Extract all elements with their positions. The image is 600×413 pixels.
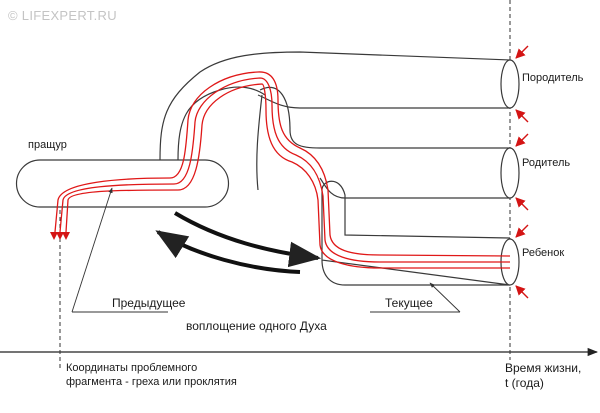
child-tube [321, 180, 511, 286]
ancestor-tube [15, 159, 230, 208]
red-thread-3 [65, 83, 510, 269]
incarnation-arrow-upper [173, 211, 322, 268]
label-life-time-line1: Время жизни, [505, 361, 582, 375]
progenitor-tube-inner-arc [177, 86, 266, 161]
previous-pointer-line [71, 187, 113, 313]
current-pointer-line [429, 282, 461, 313]
parent-tube [256, 86, 510, 199]
progenitor-tube-end [500, 59, 520, 109]
influence-arrows [515, 45, 529, 299]
label-parent: Родитель [522, 157, 571, 169]
red-thread-2 [59, 77, 510, 263]
watermark: © LIFEXPERT.RU [8, 8, 117, 23]
incarnation-arrow-lower [155, 230, 301, 274]
label-coordinates-line1: Координаты проблемного [66, 362, 198, 374]
label-progenitor: Породитель [522, 72, 584, 84]
label-child: Ребенок [522, 247, 565, 259]
label-incarnation: воплощение одного Духа [186, 319, 327, 333]
red-thread-1 [54, 71, 511, 257]
red-threads [54, 71, 511, 269]
thread-start-arrows [50, 232, 70, 240]
label-life-time-line2: t (года) [505, 376, 544, 390]
label-current: Текущее [385, 296, 433, 310]
label-coordinates-line2: фрагмента - греха или проклятия [66, 376, 237, 388]
progenitor-tube [159, 51, 511, 161]
label-ancestor: пращур [28, 139, 67, 151]
parent-tube-end [500, 147, 520, 199]
label-previous: Предыдущее [112, 296, 186, 310]
